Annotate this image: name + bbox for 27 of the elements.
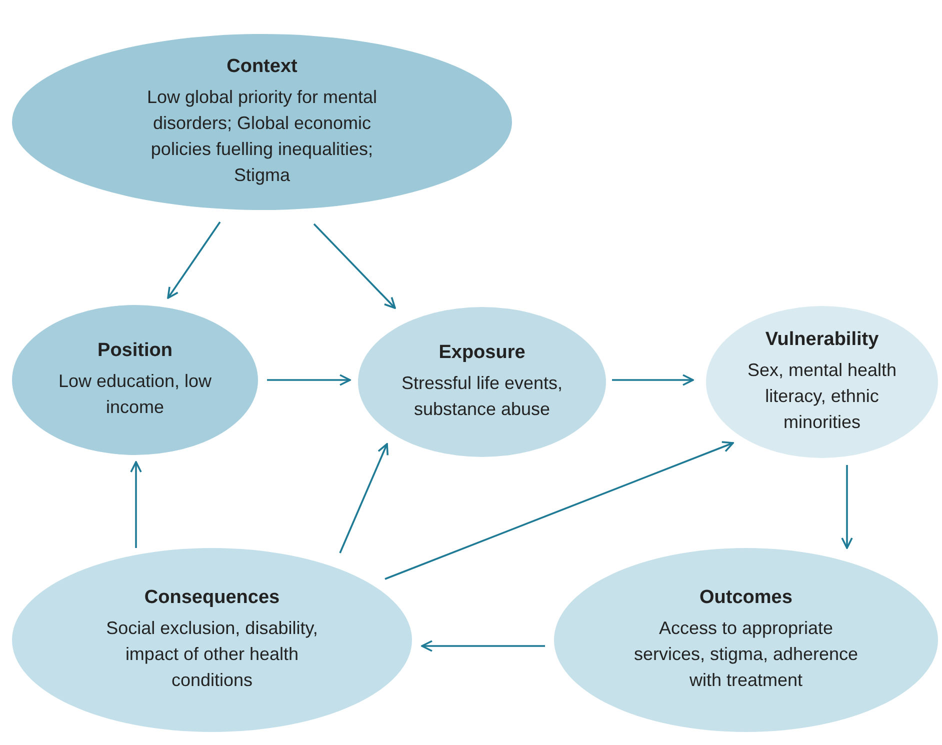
node-description: Sex, mental health literacy, ethnic minorities — [747, 358, 897, 434]
arrow — [267, 374, 351, 386]
ellipse-node — [358, 307, 606, 457]
node-description: Social exclusion, disability, impact of other health conditions — [105, 616, 319, 692]
node-description: Stressful life events, substance abuse — [400, 372, 564, 421]
ellipse-node — [12, 305, 258, 455]
node-heading: Vulnerability — [765, 328, 879, 351]
arrow — [130, 461, 142, 548]
node-description: Low global priority for mental disorders; Global economic policies fuelling inequalities; Stigma — [146, 86, 378, 188]
ellipse-node — [554, 548, 938, 732]
arrow — [167, 222, 221, 299]
arrow — [339, 443, 389, 554]
node-heading: Exposure — [438, 342, 526, 364]
ellipse-node — [12, 34, 512, 210]
node-heading: Position — [98, 340, 172, 362]
node-heading: Context — [226, 56, 298, 78]
node-heading: Consequences — [144, 586, 280, 609]
arrow — [384, 441, 734, 580]
arrow — [313, 223, 396, 309]
node-description: Access to appropriate services, stigma, adherence with treatment — [632, 616, 860, 692]
ellipse-node — [706, 306, 938, 458]
arrow — [421, 640, 545, 652]
node-description: Low education, low income — [57, 370, 213, 419]
node-heading: Outcomes — [700, 586, 792, 609]
arrow — [612, 374, 694, 386]
ellipse-node — [12, 548, 412, 732]
arrow — [841, 465, 853, 549]
